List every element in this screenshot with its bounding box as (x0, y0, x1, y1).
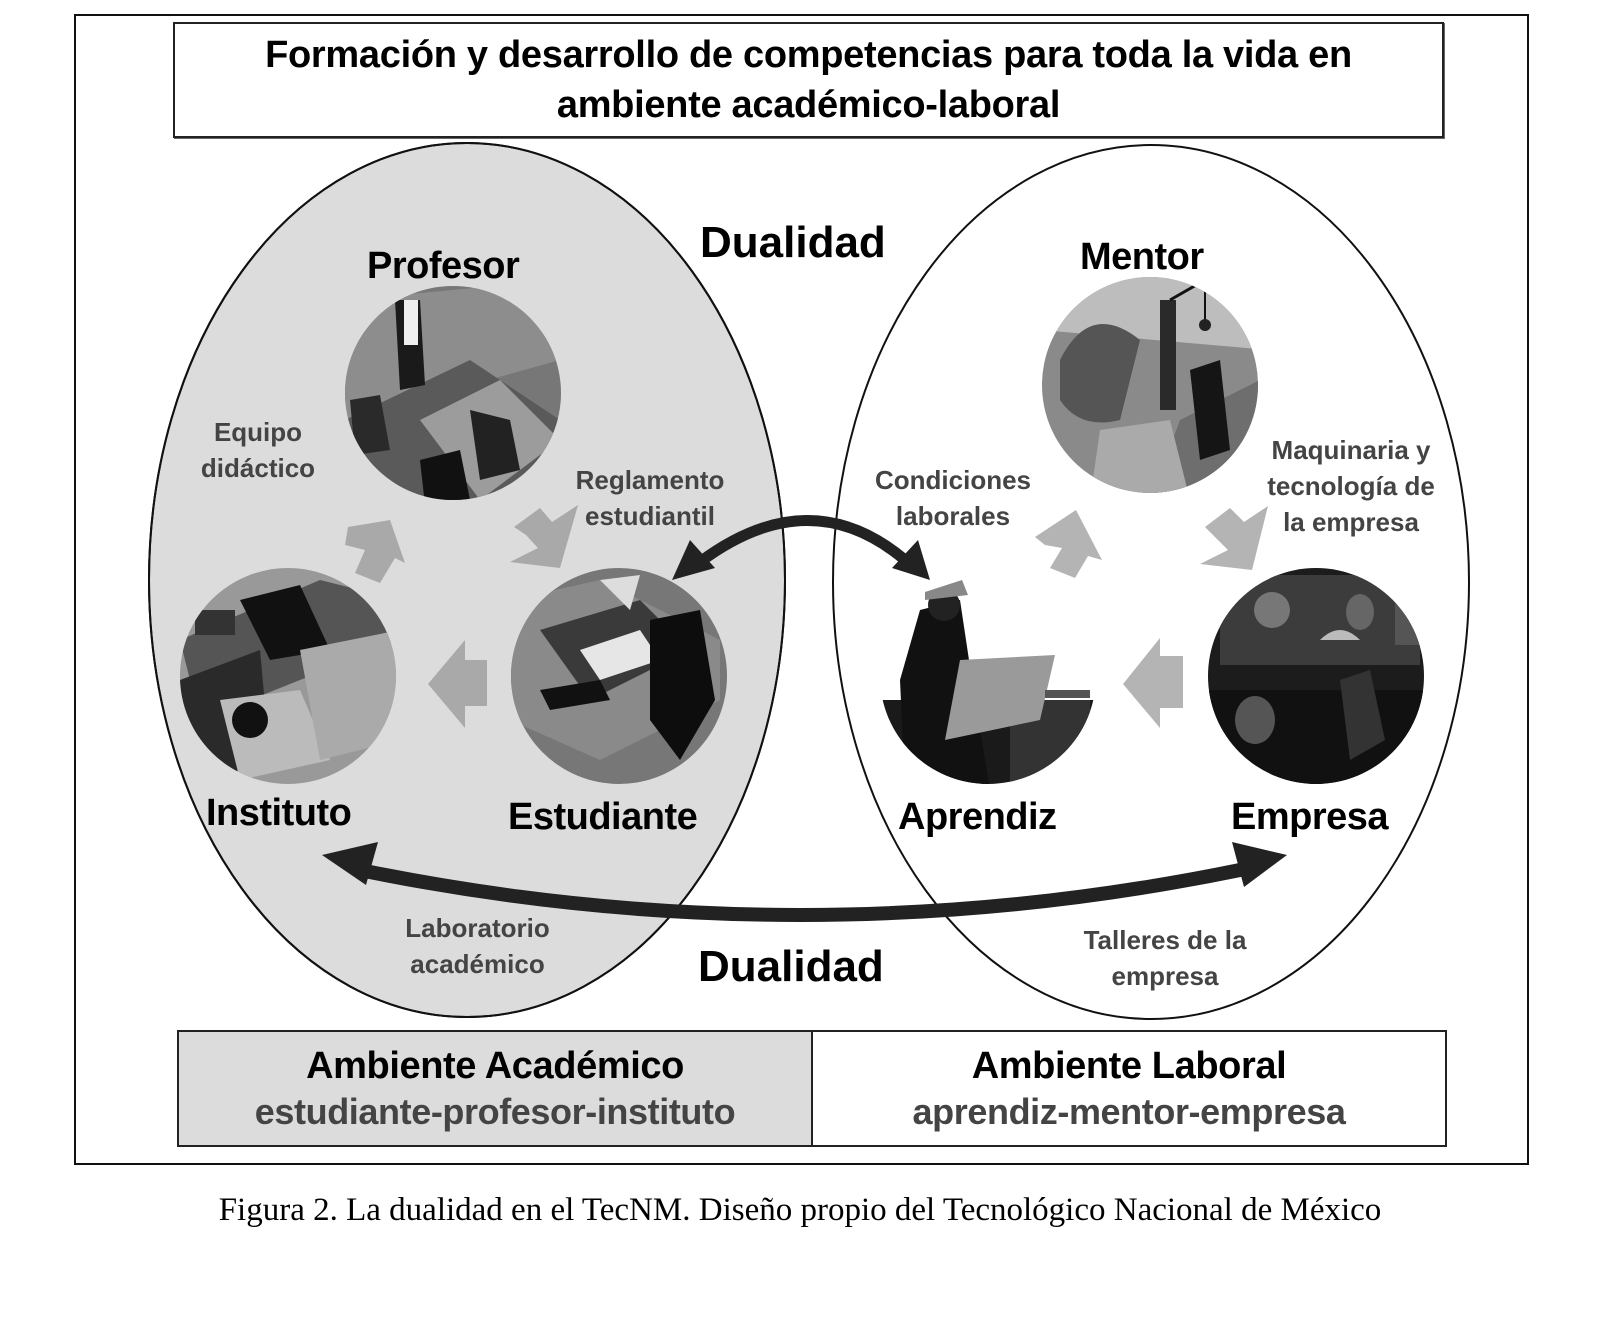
resource-reglamento-estudiantil: Reglamento estudiantil (560, 462, 740, 534)
resource-maquinaria-line-2: tecnología de (1267, 471, 1435, 501)
figure-caption: Figura 2. La dualidad en el TecNM. Diseñ… (218, 1192, 1382, 1228)
resource-equipo-didactico: Equipo didáctico (190, 414, 326, 486)
environments-table: Ambiente Académico estudiante-profesor-i… (177, 1030, 1447, 1147)
title-line-1: Formación y desarrollo de competencias p… (265, 34, 1352, 76)
duality-label-bottom: Dualidad (698, 942, 884, 991)
resource-talleres-line-1: Talleres de la (1083, 925, 1247, 955)
resource-laboratorio-line-2: académico (410, 949, 545, 979)
diagram-title: Formación y desarrollo de competencias p… (265, 30, 1352, 130)
labor-ellipse (832, 144, 1470, 1020)
figure-frame (74, 14, 1529, 1165)
environment-labor-subtitle: aprendiz-mentor-empresa (912, 1090, 1346, 1132)
title-line-2: ambiente académico-laboral (556, 84, 1061, 126)
profesor-image (345, 286, 561, 500)
role-estudiante: Estudiante (508, 796, 698, 838)
resource-condiciones-line-1: Condiciones (874, 465, 1031, 495)
resource-laboratorio-academico: Laboratorio académico (390, 910, 565, 982)
role-aprendiz: Aprendiz (898, 796, 1057, 838)
cycle-arrow-empresa-to-aprendiz (1123, 638, 1183, 728)
duality-label-top: Dualidad (700, 218, 886, 267)
resource-reglamento-line-1: Reglamento (575, 465, 725, 495)
resource-maquinaria-line-3: la empresa (1283, 507, 1419, 537)
instituto-image (180, 568, 396, 784)
mentor-image (1042, 277, 1258, 493)
resource-maquinaria-line-1: Maquinaria y (1271, 435, 1431, 465)
cycle-arrow-estudiante-to-instituto (428, 640, 487, 728)
environment-labor-title: Ambiente Laboral (971, 1044, 1287, 1087)
resource-equipo-line-2: didáctico (200, 453, 316, 483)
role-mentor: Mentor (1080, 236, 1204, 278)
cycle-arrow-mentor-to-empresa (1200, 506, 1268, 570)
role-instituto: Instituto (206, 792, 352, 834)
resource-maquinaria-tecnologia: Maquinaria y tecnología de la empresa (1250, 432, 1452, 540)
resource-laboratorio-line-1: Laboratorio (405, 913, 550, 943)
role-empresa: Empresa (1231, 796, 1389, 838)
resource-talleres-empresa: Talleres de la empresa (1065, 922, 1265, 994)
duality-arrow-estudiante-aprendiz (672, 515, 930, 580)
cycle-arrow-instituto-to-profesor (345, 520, 405, 583)
environment-academic-cell: Ambiente Académico estudiante-profesor-i… (179, 1032, 813, 1145)
estudiante-image (511, 568, 727, 784)
resource-talleres-line-2: empresa (1111, 961, 1219, 991)
resource-condiciones-laborales: Condiciones laborales (860, 462, 1046, 534)
environment-labor-cell: Ambiente Laboral aprendiz-mentor-empresa (813, 1032, 1445, 1145)
cycle-arrow-profesor-to-estudiante (510, 505, 578, 568)
resource-equipo-line-1: Equipo (213, 417, 303, 447)
environment-academic-title: Ambiente Académico (306, 1044, 684, 1087)
cycle-arrow-aprendiz-to-mentor (1035, 510, 1102, 578)
duality-arrow-instituto-empresa (322, 842, 1287, 922)
resource-condiciones-line-2: laborales (895, 501, 1011, 531)
title-box: Formación y desarrollo de competencias p… (173, 22, 1444, 138)
role-profesor: Profesor (367, 245, 520, 287)
environment-academic-subtitle: estudiante-profesor-instituto (254, 1090, 736, 1132)
resource-reglamento-line-2: estudiantil (584, 501, 715, 531)
